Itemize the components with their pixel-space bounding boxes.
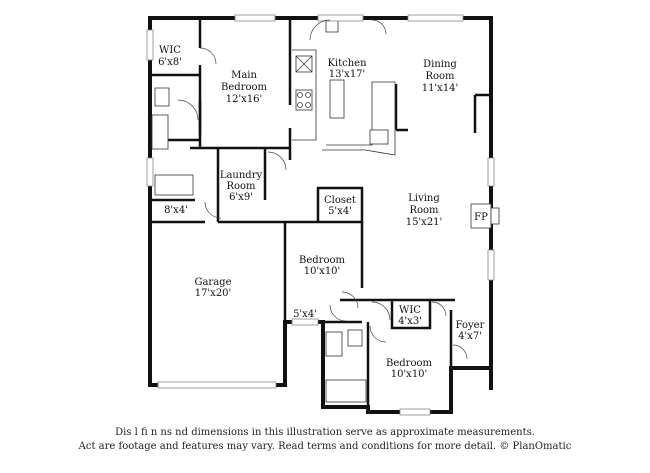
vanity-icon-2 (325, 331, 343, 357)
room-label-bedroom-3: Bedroom (386, 358, 432, 369)
room-label-wic-small: WIC (399, 305, 421, 316)
room-label-laundry-1: Laundry (220, 170, 263, 181)
disclaimer-line-2: Act are footage and features may vary. R… (78, 441, 572, 452)
vanity-icon (151, 114, 169, 150)
room-size-closet: 5'x4' (328, 206, 352, 217)
room-label-living-1: Living (408, 193, 440, 204)
room-size-bedroom-2: 10'x10' (304, 266, 341, 277)
room-label-main-bedroom-2: Bedroom (221, 82, 267, 93)
room-label-dining-1: Dining (423, 59, 457, 70)
room-size-dining: 11'x14' (422, 83, 459, 94)
fireplace (470, 203, 500, 229)
room-size-living: 15'x21' (406, 217, 443, 228)
room-label-kitchen: Kitchen (327, 58, 367, 69)
room-size-wic-main: 6'x8' (158, 57, 182, 68)
room-size-foyer: 4'x7' (458, 331, 482, 342)
room-label-living-2: Room (409, 205, 439, 216)
interior-walls (150, 18, 491, 407)
room-label-bedroom-2: Bedroom (299, 255, 345, 266)
disclaimer-line-1: Dis l fi n ns nd dimensions in this illu… (115, 427, 535, 438)
room-label-dining-2: Room (425, 71, 455, 82)
room-size-garage: 17'x20' (195, 288, 232, 299)
room-size-wic-small: 4'x3' (398, 316, 422, 327)
room-size-laundry: 6'x9' (229, 192, 253, 203)
bathroom-fixtures (151, 87, 367, 403)
room-size-main-bedroom: 12'x16' (226, 94, 263, 105)
room-label-main-bedroom-1: Main (231, 70, 257, 81)
room-size-kitchen: 13'x17' (329, 69, 366, 80)
room-label-garage: Garage (194, 277, 231, 288)
room-label-laundry-2: Room (226, 181, 256, 192)
windows (146, 14, 495, 416)
door-swings (177, 19, 468, 360)
bathtub-icon-2 (325, 379, 367, 403)
kitchen-counters (292, 17, 396, 156)
room-label-wic-main: WIC (159, 45, 181, 56)
room-size-hall-8x4: 8'x4' (164, 205, 188, 216)
room-label-fp: FP (474, 212, 488, 223)
room-label-closet: Closet (324, 195, 356, 206)
room-label-foyer: Foyer (456, 320, 485, 331)
room-size-hall-5x4: 5'x4' (293, 309, 317, 320)
bathtub-icon (154, 174, 194, 196)
toilet-icon-2 (347, 329, 363, 347)
room-size-bedroom-3: 10'x10' (391, 369, 428, 380)
room-labels: WIC 6'x8' Main Bedroom 12'x16' Kitchen 1… (158, 45, 488, 380)
kitchen-sink-icon (369, 129, 389, 145)
toilet-icon (154, 87, 170, 107)
kitchen-island (329, 79, 345, 119)
